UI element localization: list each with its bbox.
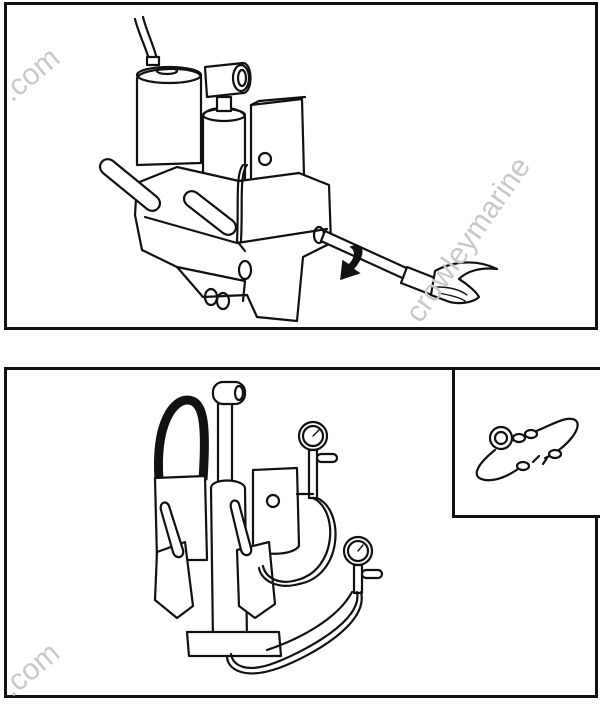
gauge-kit-illustration xyxy=(475,417,579,482)
pump-unit-screwdriver-illustration xyxy=(98,15,499,323)
figure-top-release-valve: .com crowleymarine xyxy=(0,2,598,330)
inset-gauge-kit xyxy=(452,367,600,518)
figure-bottom-pressure-test: .com xyxy=(0,367,600,703)
pressure-gauge-test-illustration xyxy=(153,380,384,675)
